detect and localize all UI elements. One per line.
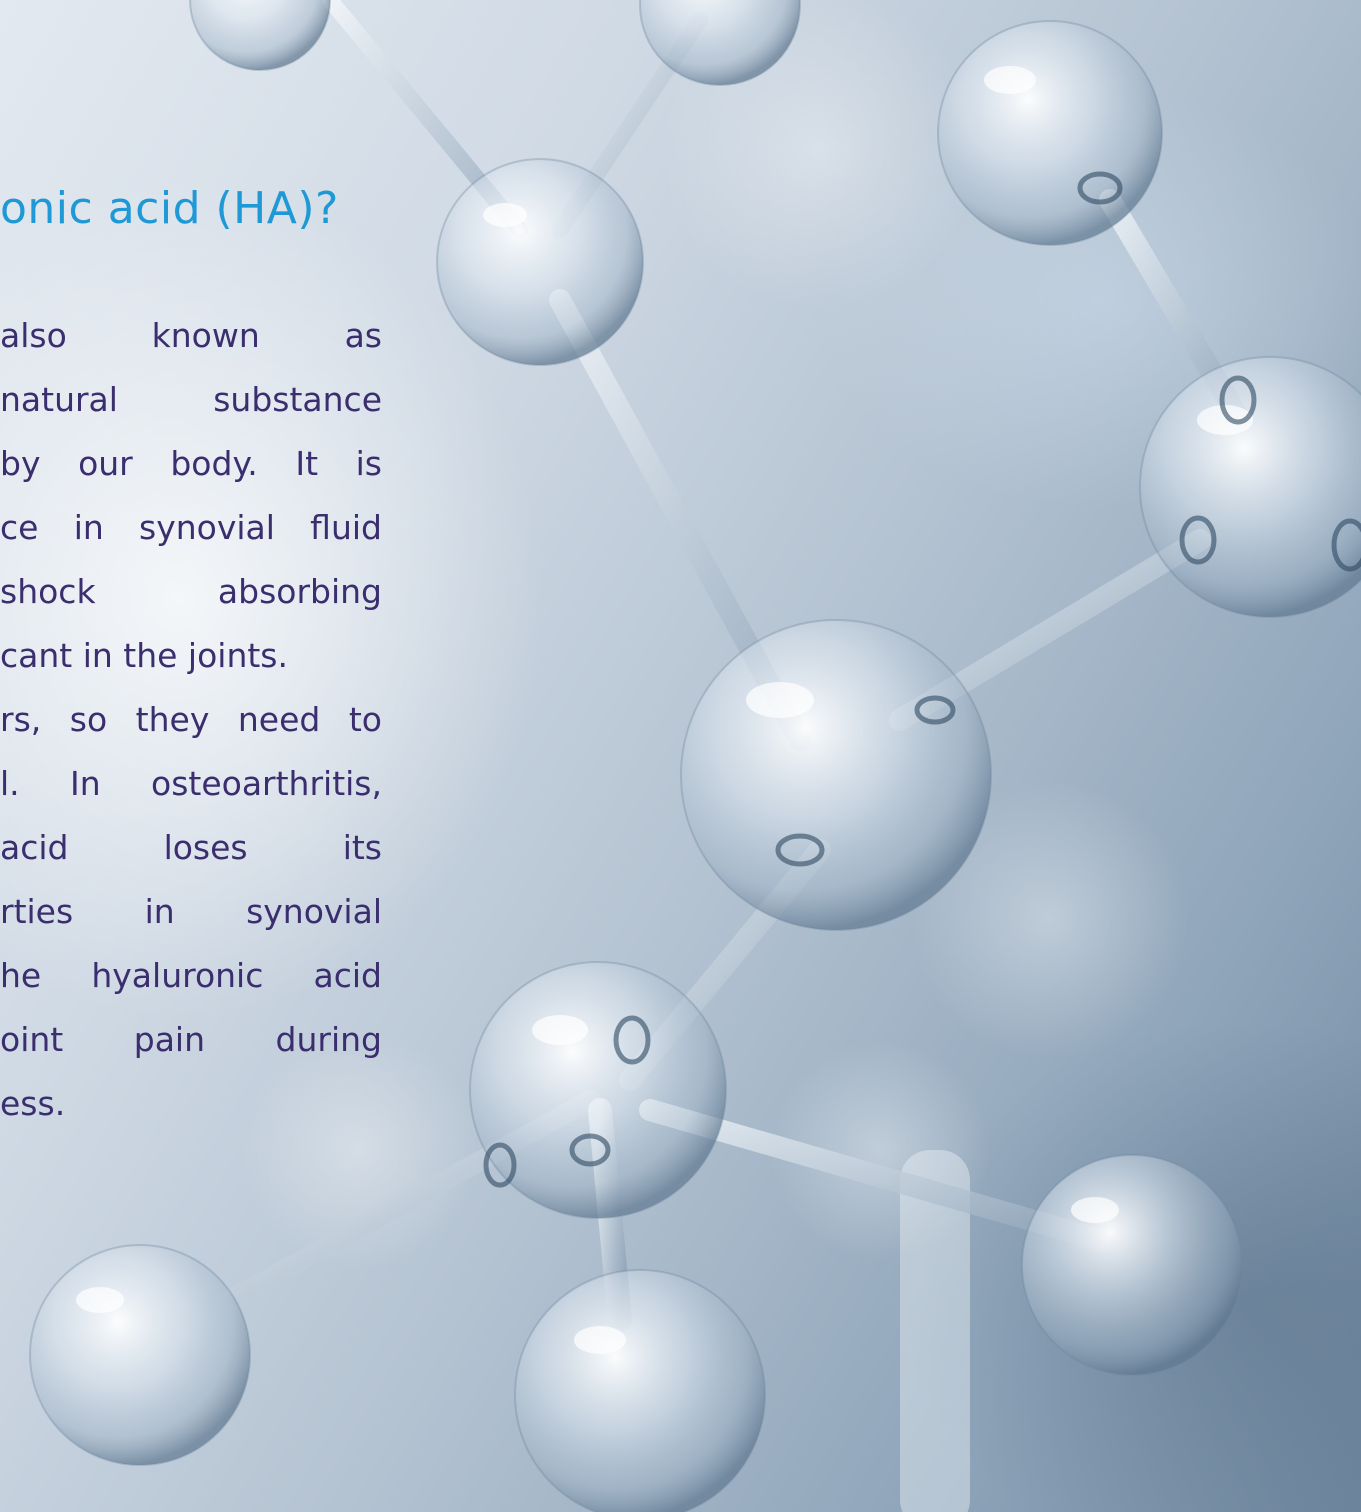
paragraph-line: by our body. It is — [0, 444, 382, 483]
paragraph-line: also known as — [0, 316, 382, 355]
page-heading: onic acid (HA)? — [0, 183, 339, 234]
paragraph-line: acid loses its — [0, 828, 382, 867]
paragraph-line: oint pain during — [0, 1020, 382, 1059]
paragraph-line: ess. — [0, 1084, 66, 1123]
paragraph-line: rties in synovial — [0, 892, 382, 931]
paragraph-line: ce in synovial fluid — [0, 508, 382, 547]
paragraph-line: natural substance — [0, 380, 382, 419]
paragraph-line: rs, so they need to — [0, 700, 382, 739]
paragraph-line: shock absorbing — [0, 572, 382, 611]
body-paragraph: also known as natural substance by our b… — [0, 304, 382, 1136]
paragraph-line: cant in the joints. — [0, 636, 288, 675]
paragraph-line: l. In osteoarthritis, — [0, 764, 382, 803]
paragraph-line: he hyaluronic acid — [0, 956, 382, 995]
